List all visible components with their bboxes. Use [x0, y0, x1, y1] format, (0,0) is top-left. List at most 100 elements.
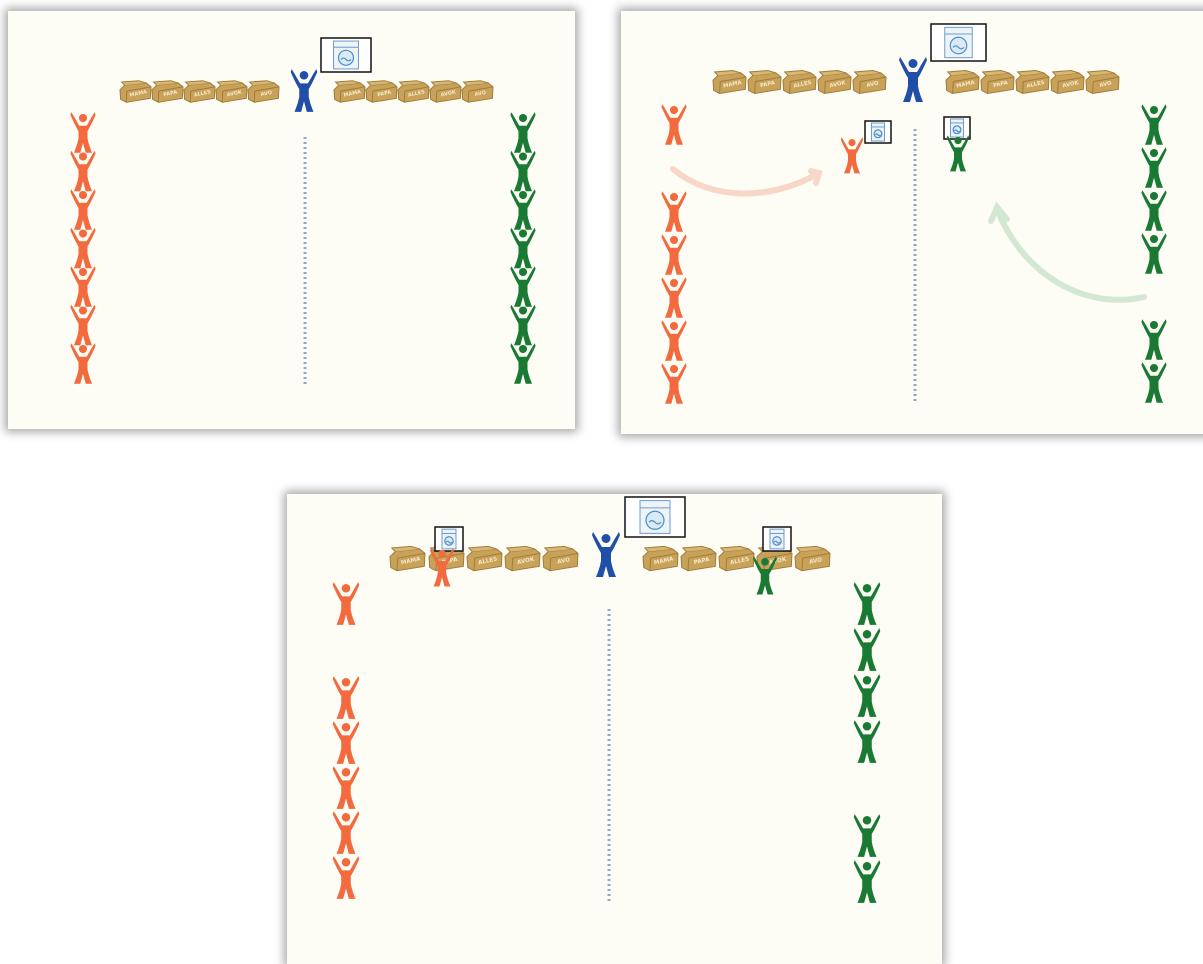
box-label: MAMA	[956, 80, 976, 90]
orange-people-column	[70, 112, 96, 384]
person-icon	[70, 266, 96, 307]
person-icon	[70, 343, 96, 384]
person-icon	[332, 856, 360, 899]
cardboard-box-icon: ALLES	[782, 70, 817, 94]
cardboard-box-icon: MAMA	[945, 70, 980, 94]
washing-machine-icon	[762, 526, 792, 552]
orange-people-column	[661, 104, 687, 404]
cardboard-box-icon: ALLES	[1015, 70, 1050, 94]
cardboard-box-icon: MAMA	[712, 70, 747, 94]
person-icon	[661, 320, 687, 361]
curved-arrow-icon	[988, 201, 1010, 224]
person-icon	[510, 266, 536, 307]
box-label: ALLES	[793, 80, 812, 90]
box-label: AVOK	[226, 89, 242, 98]
box-label: AVO	[866, 80, 880, 89]
cardboard-box-icon: AVO	[852, 70, 887, 94]
box-label: ALLES	[407, 89, 425, 99]
washing-machine-icon	[434, 526, 464, 552]
person-icon	[853, 674, 881, 717]
box-label: ALLES	[193, 89, 211, 99]
person-icon	[661, 277, 687, 318]
center-figure-group	[290, 37, 372, 112]
cardboard-box-icon: ALLES	[466, 545, 503, 572]
person-icon	[840, 137, 864, 174]
box-label: MAMA	[343, 89, 362, 99]
box-label: MAMA	[400, 556, 421, 566]
cardboard-box-icon: AVO	[247, 80, 280, 103]
cardboard-box-icon: AVOK	[1050, 70, 1085, 94]
cardboard-box-icon: MAMA	[333, 80, 366, 103]
box-label: PAPA	[760, 80, 777, 89]
person-icon	[510, 227, 536, 269]
person-icon	[1141, 362, 1167, 403]
cardboard-box-icon: AVO	[1085, 70, 1120, 94]
cardboard-box-icon: PAPA	[747, 70, 782, 94]
person-icon	[1141, 190, 1167, 231]
green-people-column	[1141, 104, 1167, 403]
box-label: AVOK	[769, 557, 788, 567]
cardboard-box-icon: AVOK	[429, 80, 462, 103]
cardboard-box-icon: AVO	[794, 545, 831, 572]
box-label: MAMA	[129, 89, 148, 99]
box-label: PAPA	[163, 90, 178, 99]
person-icon	[1141, 319, 1167, 360]
person-icon	[661, 191, 687, 232]
person-icon	[70, 304, 96, 346]
cardboard-box-icon: ALLES	[397, 80, 430, 103]
cardboard-box-icon: AVOK	[817, 70, 852, 94]
person-icon	[510, 112, 536, 153]
cardboard-box-icon: ALLES	[183, 80, 216, 103]
person-icon	[853, 720, 881, 763]
person-icon	[332, 582, 360, 625]
curved-arrow-icon	[994, 206, 1147, 303]
center-figure-group	[592, 496, 686, 577]
people-at-boxes	[430, 526, 792, 595]
person-icon	[853, 860, 881, 903]
green-people-column	[853, 582, 881, 903]
box-label: PAPA	[441, 557, 458, 566]
box-label: AVOK	[1062, 80, 1080, 89]
person-icon	[661, 234, 687, 275]
person-icon	[510, 304, 536, 346]
person-icon	[290, 69, 318, 112]
diagram-canvas: MAMA PAPA ALLES AVOK AVO MAMA PAPA ALLES AVOK AV…	[70, 37, 536, 385]
person-icon	[70, 150, 96, 192]
green-people-column	[510, 112, 536, 384]
washing-machine-icon	[320, 37, 372, 73]
box-label: PAPA	[693, 557, 710, 566]
person-icon	[332, 676, 360, 719]
person-icon	[661, 104, 687, 145]
washing-machine-icon	[624, 496, 686, 538]
person-icon	[70, 189, 96, 230]
cardboard-box-icon: PAPA	[151, 80, 184, 103]
person-icon	[753, 556, 777, 595]
person-icon	[899, 57, 927, 102]
person-icon	[592, 532, 620, 577]
cardboard-box-icon: AVO	[461, 80, 494, 103]
person-icon	[70, 227, 96, 269]
person-icon	[1141, 233, 1167, 274]
person-icon	[661, 363, 687, 404]
box-label: MAMA	[723, 80, 743, 90]
person-icon	[332, 766, 360, 809]
box-label: ALLES	[1026, 80, 1045, 90]
box-label: AVO	[474, 90, 486, 98]
box-label: MAMA	[653, 556, 674, 566]
box-label: AVO	[557, 557, 571, 566]
person-icon	[510, 343, 536, 384]
person-icon	[430, 548, 454, 587]
person-icon	[1141, 147, 1167, 188]
box-row-left: MAMA PAPA ALLES AVOK AVO	[119, 80, 280, 103]
person-icon	[70, 112, 96, 153]
person-icon	[1141, 104, 1167, 145]
box-label: AVO	[809, 557, 823, 566]
